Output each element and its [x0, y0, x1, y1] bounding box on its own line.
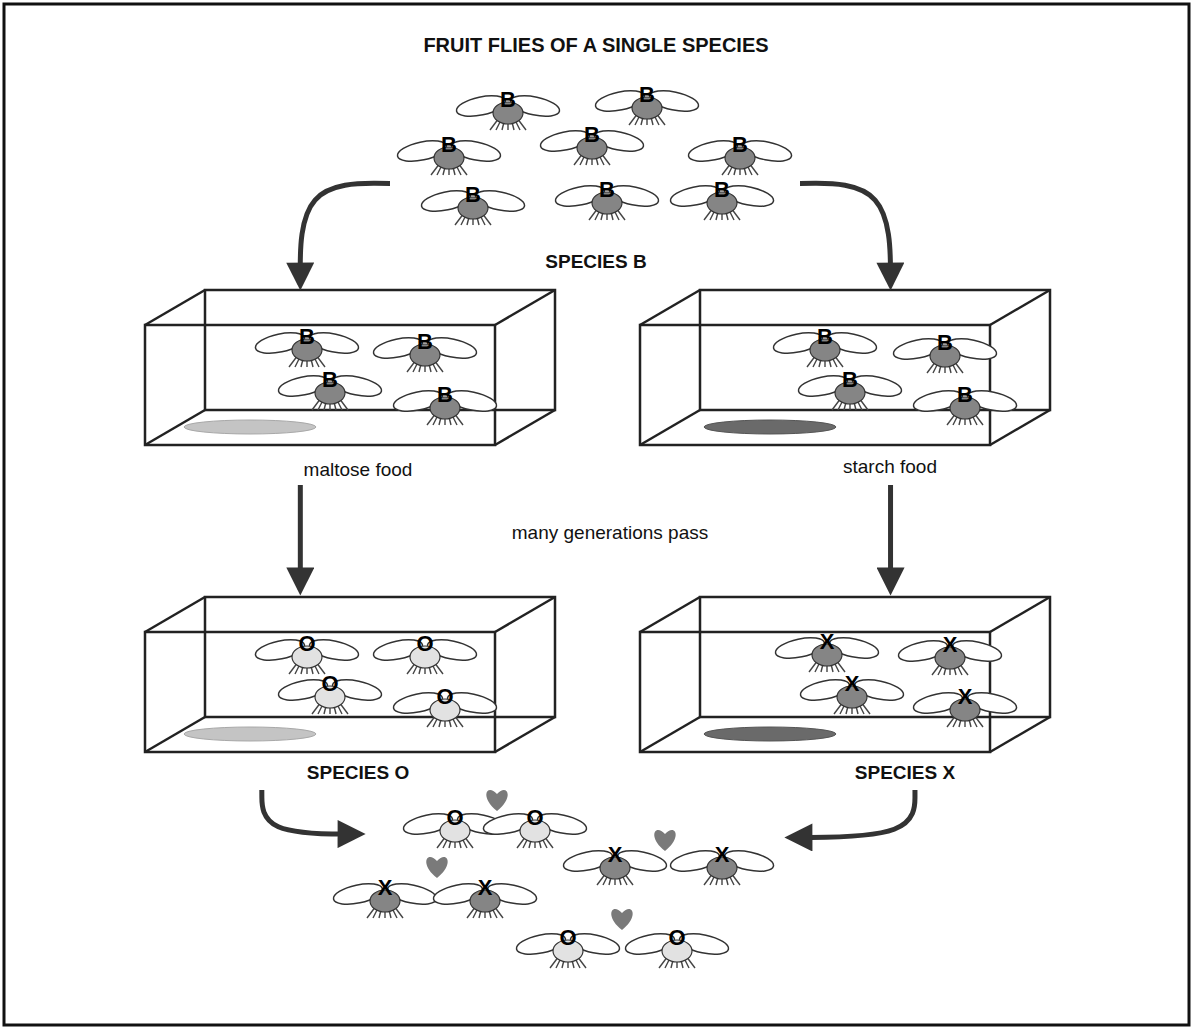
heart [426, 857, 447, 878]
fly-letter: O [416, 632, 433, 656]
species-label: SPECIES B [545, 252, 646, 273]
tank-box: BBBBmaltose food [143, 285, 557, 485]
fly-letter: B [437, 383, 453, 407]
fly-letter: B [322, 368, 338, 392]
fly-letter: B [584, 123, 600, 147]
fly-letter: B [714, 178, 730, 202]
title: FRUIT FLIES OF A SINGLE SPECIES [423, 34, 768, 57]
food-label: maltose food [304, 460, 413, 481]
species-label: SPECIES X [855, 763, 955, 784]
fly-letter: X [715, 843, 730, 867]
fly-letter: O [298, 632, 315, 656]
tank-box: OOOOSPECIES O [143, 590, 557, 790]
fly-letter: O [436, 685, 453, 709]
fly-letter: B [937, 331, 953, 355]
tank-box: BBBBstarch food [638, 285, 1052, 485]
fly-letter: X [943, 633, 958, 657]
species-label: SPECIES O [307, 763, 409, 784]
fly-letter: X [478, 876, 493, 900]
maltose-dish [184, 420, 316, 434]
tank [145, 290, 555, 445]
flow-arrow [800, 183, 891, 285]
flow-arrow [262, 790, 360, 834]
fly-letter: X [845, 672, 860, 696]
hearts [426, 790, 675, 930]
flow-arrow [300, 183, 390, 285]
fly-letter: B [842, 368, 858, 392]
fly-letter: O [526, 806, 543, 830]
fly-letter: B [441, 133, 457, 157]
fly-letter: B [732, 133, 748, 157]
fly-letter: O [446, 806, 463, 830]
tank [145, 597, 555, 752]
fly-letter: O [668, 926, 685, 950]
fly-letter: B [599, 178, 615, 202]
fly-letter: O [321, 672, 338, 696]
fly-letter: O [559, 926, 576, 950]
starch-dish [704, 727, 836, 741]
starch-dish [704, 420, 836, 434]
fly-letter: B [500, 88, 516, 112]
fly-letter: X [958, 685, 973, 709]
fly-letter: X [820, 630, 835, 654]
fly-letter: X [378, 876, 393, 900]
maltose-dish [184, 727, 316, 741]
source-population: BBBBBBBBSPECIES B [390, 70, 800, 280]
fly-letter: B [639, 83, 655, 107]
fly-letter: B [417, 330, 433, 354]
mating-group: O O X X X X O O [360, 795, 790, 965]
fly-letter: B [299, 325, 315, 349]
tank-box: XXXXSPECIES X [638, 590, 1052, 790]
fly-letter: B [957, 383, 973, 407]
fly-letter: B [817, 325, 833, 349]
flow-arrow [888, 485, 893, 590]
frame [4, 4, 1189, 1025]
flow-arrow [790, 790, 915, 838]
flow-arrow [298, 485, 303, 590]
tank [640, 597, 1050, 752]
fly-letter: X [608, 843, 623, 867]
fly-letter: B [465, 183, 481, 207]
heart [611, 909, 632, 930]
heart [654, 830, 675, 851]
flies [254, 87, 1019, 968]
tank [640, 290, 1050, 445]
heart [486, 790, 507, 811]
food-label: starch food [843, 457, 937, 478]
note: many generations pass [509, 522, 711, 544]
